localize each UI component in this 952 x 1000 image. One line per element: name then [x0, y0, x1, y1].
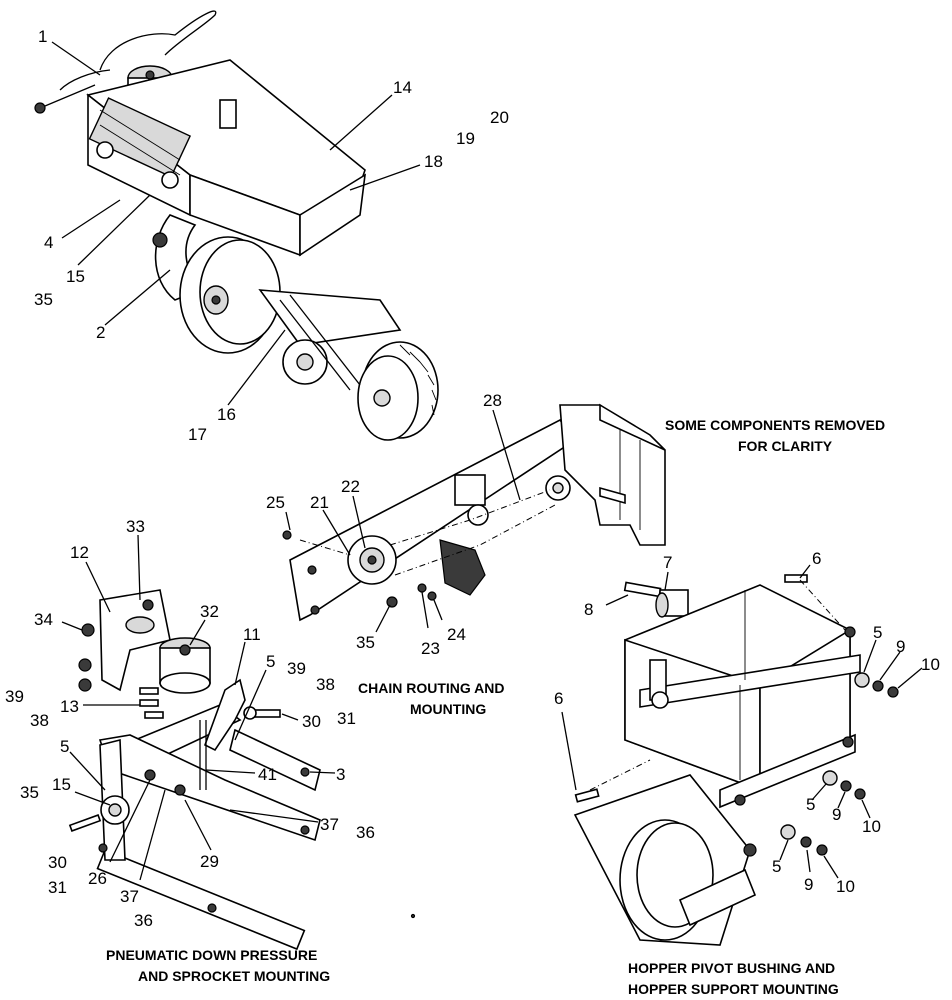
callout-8: 8 [584, 600, 593, 619]
top-leader-lines [51, 41, 421, 406]
callout-9-hop-low: 9 [804, 875, 813, 894]
callouts-chain: 28 25 21 22 35 23 24 7 8 6 [266, 391, 821, 658]
callout-15-pneu: 15 [52, 775, 71, 794]
callout-23: 23 [421, 639, 440, 658]
callouts-hopper: 5 9 10 6 5 9 10 5 9 10 [554, 623, 940, 896]
callout-38-right: 38 [316, 675, 335, 694]
pneumatic-leader-lines [61, 534, 336, 881]
callout-25: 25 [266, 493, 285, 512]
caption-top-right-line1: SOME COMPONENTS REMOVED [665, 417, 885, 433]
callout-1: 1 [38, 27, 47, 46]
caption-middle-line2: MOUNTING [410, 701, 486, 717]
captions: SOME COMPONENTS REMOVED FOR CLARITY CHAI… [106, 417, 885, 997]
caption-top-right-line2: FOR CLARITY [738, 438, 833, 454]
callout-30-right: 30 [302, 712, 321, 731]
callout-2: 2 [96, 323, 105, 342]
callout-9-hop-mid: 9 [832, 805, 841, 824]
callout-24: 24 [447, 625, 466, 644]
callout-5-pneu-top: 5 [266, 652, 275, 671]
callout-35-chain: 35 [356, 633, 375, 652]
callout-18: 18 [424, 152, 443, 171]
callout-17: 17 [188, 425, 207, 444]
callout-4: 4 [44, 233, 53, 252]
callouts-pneumatic: 33 12 34 32 11 5 39 38 39 38 13 30 31 5 … [5, 517, 375, 930]
callout-12: 12 [70, 543, 89, 562]
row-unit-assembly [34, 10, 439, 441]
callout-34: 34 [34, 610, 53, 629]
callout-5-hop-mid: 5 [806, 795, 815, 814]
chain-leader-lines [285, 409, 811, 633]
callout-21: 21 [310, 493, 329, 512]
callout-11: 11 [243, 625, 261, 644]
callout-33: 33 [126, 517, 145, 536]
caption-middle-line1: CHAIN ROUTING AND [358, 680, 504, 696]
callout-15: 15 [66, 267, 85, 286]
callout-36-left: 36 [134, 911, 153, 930]
callout-10-hop-low: 10 [836, 877, 855, 896]
pneumatic-assembly [68, 589, 321, 951]
callout-32: 32 [200, 602, 219, 621]
stray-dot [410, 913, 416, 919]
callout-3: 3 [336, 765, 345, 784]
hopper-assembly [573, 579, 899, 946]
callout-10-hop-mid: 10 [862, 817, 881, 836]
callout-10-hop-top: 10 [921, 655, 940, 674]
callout-7: 7 [663, 553, 672, 572]
callout-5-hop-low: 5 [772, 857, 781, 876]
callout-37-right: 37 [320, 815, 339, 834]
callout-9-hop-top: 9 [896, 637, 905, 656]
callout-35: 35 [34, 290, 53, 309]
callout-22: 22 [341, 477, 360, 496]
callout-5-pneu-left: 5 [60, 737, 69, 756]
callout-26: 26 [88, 869, 107, 888]
callout-28: 28 [483, 391, 502, 410]
caption-bottom-left-line1: PNEUMATIC DOWN PRESSURE [106, 947, 317, 963]
callout-35-pneu: 35 [20, 783, 39, 802]
callout-38-left: 38 [30, 711, 49, 730]
callout-13: 13 [60, 697, 79, 716]
caption-bottom-right-line1: HOPPER PIVOT BUSHING AND [628, 960, 835, 976]
callout-6-top: 6 [812, 549, 821, 568]
callout-39-right: 39 [287, 659, 306, 678]
callout-31-right: 31 [337, 709, 356, 728]
callout-41: 41 [258, 765, 277, 784]
caption-bottom-right-line2: HOPPER SUPPORT MOUNTING [628, 981, 839, 997]
callout-37-left: 37 [120, 887, 139, 906]
chain-routing-assembly [282, 403, 808, 622]
callout-5-hop-top: 5 [873, 623, 882, 642]
callout-29: 29 [200, 852, 219, 871]
callout-30-left: 30 [48, 853, 67, 872]
callout-6-hop: 6 [554, 689, 563, 708]
callout-19: 19 [456, 129, 475, 148]
callouts-top: 1 14 20 19 18 4 15 35 2 16 17 [34, 27, 509, 444]
callout-14: 14 [393, 78, 412, 97]
callout-16: 16 [217, 405, 236, 424]
callout-39-left: 39 [5, 687, 24, 706]
callout-36-right: 36 [356, 823, 375, 842]
caption-bottom-left-line2: AND SPROCKET MOUNTING [138, 968, 330, 984]
callout-20: 20 [490, 108, 509, 127]
callout-31-left: 31 [48, 878, 67, 897]
hopper-leader-lines [561, 639, 923, 879]
